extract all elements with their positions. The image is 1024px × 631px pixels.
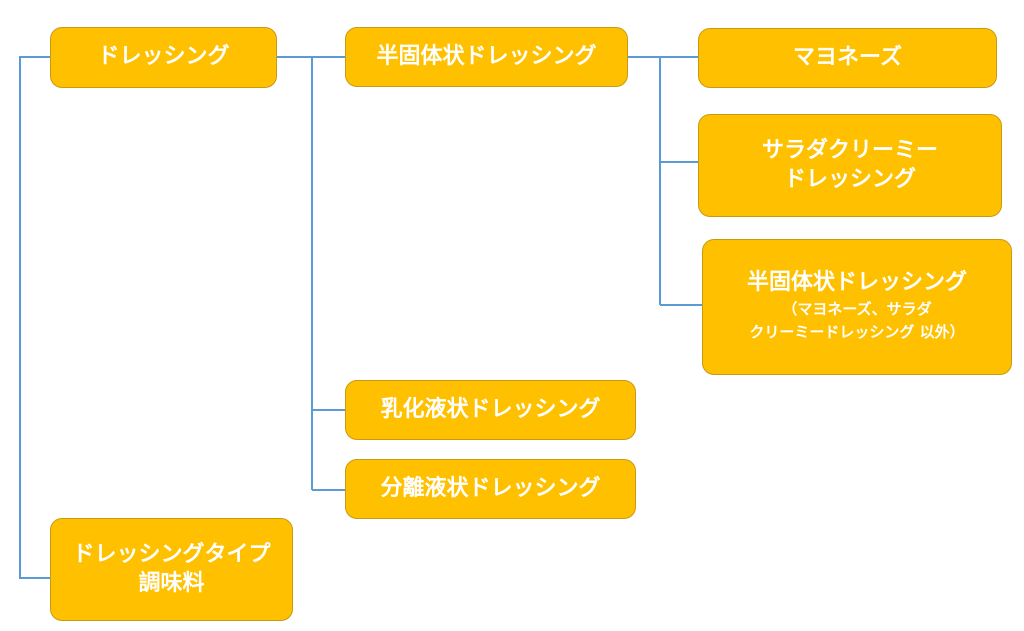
node-emulsified-liquid-dressing: 乳化液状ドレッシング xyxy=(345,380,636,440)
node-semi-solid-other-line3: クリーミードレッシング 以外） xyxy=(749,323,965,342)
node-dressing-type-seasoning: ドレッシングタイプ 調味料 xyxy=(50,518,293,621)
node-semi-solid-other: 半固体状ドレッシング （マヨネーズ、サラダ クリーミードレッシング 以外） xyxy=(702,239,1012,375)
node-semi-solid-other-line1: 半固体状ドレッシング xyxy=(746,270,967,296)
node-dressing: ドレッシング xyxy=(50,27,277,88)
node-separated-liquid-label: 分離液状ドレッシング xyxy=(380,475,601,501)
node-semi-solid-dressing-label: 半固体状ドレッシング xyxy=(376,43,597,69)
node-emulsified-liquid-label: 乳化液状ドレッシング xyxy=(380,396,601,422)
node-salad-creamy-line1: サラダクリーミー xyxy=(761,137,938,163)
node-semi-solid-dressing: 半固体状ドレッシング xyxy=(345,27,628,87)
node-mayonnaise-label: マヨネーズ xyxy=(793,44,902,70)
node-separated-liquid-dressing: 分離液状ドレッシング xyxy=(345,459,636,519)
node-dressing-label: ドレッシング xyxy=(97,44,230,70)
connector-root-to-dressing-type xyxy=(19,56,50,579)
node-salad-creamy-dressing: サラダクリーミー ドレッシング xyxy=(698,114,1002,217)
node-dressing-type-line2: 調味料 xyxy=(138,570,205,596)
node-salad-creamy-line2: ドレッシング xyxy=(783,166,916,192)
node-dressing-type-line1: ドレッシングタイプ xyxy=(72,541,271,567)
node-semi-solid-other-line2: （マヨネーズ、サラダ xyxy=(782,300,932,319)
node-mayonnaise: マヨネーズ xyxy=(698,28,997,88)
